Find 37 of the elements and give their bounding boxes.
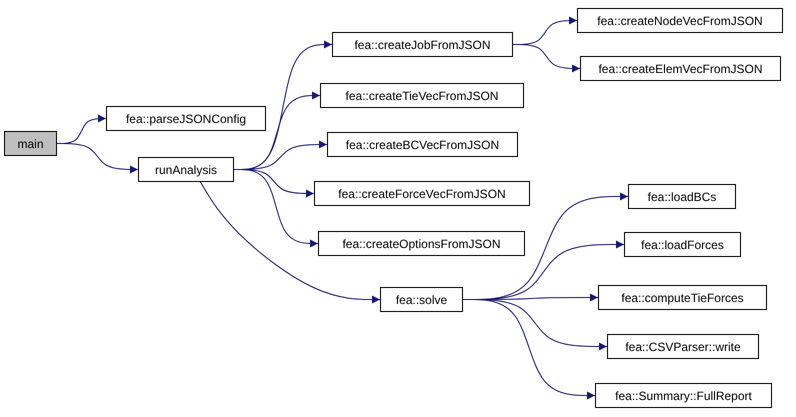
arrow <box>512 44 580 72</box>
function-name: fea::computeTieForces <box>621 290 744 304</box>
function-name: fea::loadForces <box>641 238 724 252</box>
function-name: fea::createTieVecFromJSON <box>346 88 498 102</box>
arrow <box>200 182 380 304</box>
function-box <box>314 181 530 206</box>
arrow <box>234 169 318 248</box>
function-box <box>106 106 266 131</box>
function-name: runAnalysis <box>154 162 218 176</box>
function-box <box>624 232 741 257</box>
function-name: fea::CSVParser::write <box>625 340 741 354</box>
function-name: main <box>17 136 44 150</box>
function-name: fea::createOptionsFromJSON <box>342 236 501 250</box>
function-name: fea::createForceVecFromJSON <box>338 186 506 200</box>
function-box <box>332 32 513 57</box>
arrow <box>56 143 138 174</box>
function-box <box>628 184 736 209</box>
function-name: fea::createNodeVecFromJSON <box>597 14 763 28</box>
function-box <box>380 287 463 312</box>
function-box <box>577 8 783 33</box>
function-box <box>607 334 759 359</box>
function-name: fea::createElemVecFromJSON <box>598 62 763 76</box>
function-name: fea::parseJSONConfig <box>126 112 246 126</box>
function-box <box>595 383 772 408</box>
arrow <box>462 299 596 400</box>
function-box <box>598 285 767 310</box>
function-box <box>320 83 524 108</box>
function-name: fea::Summary::FullReport <box>615 388 752 402</box>
function-name: fea::createJobFromJSON <box>354 38 491 52</box>
function-name: fea::solve <box>396 292 448 306</box>
function-name: fea::createBCVecFromJSON <box>346 138 500 152</box>
function-box <box>318 231 525 256</box>
function-box <box>4 131 57 156</box>
function-box <box>138 157 234 182</box>
function-name: fea::loadBCs <box>648 190 716 204</box>
function-box <box>327 132 518 157</box>
function-box <box>580 56 781 81</box>
